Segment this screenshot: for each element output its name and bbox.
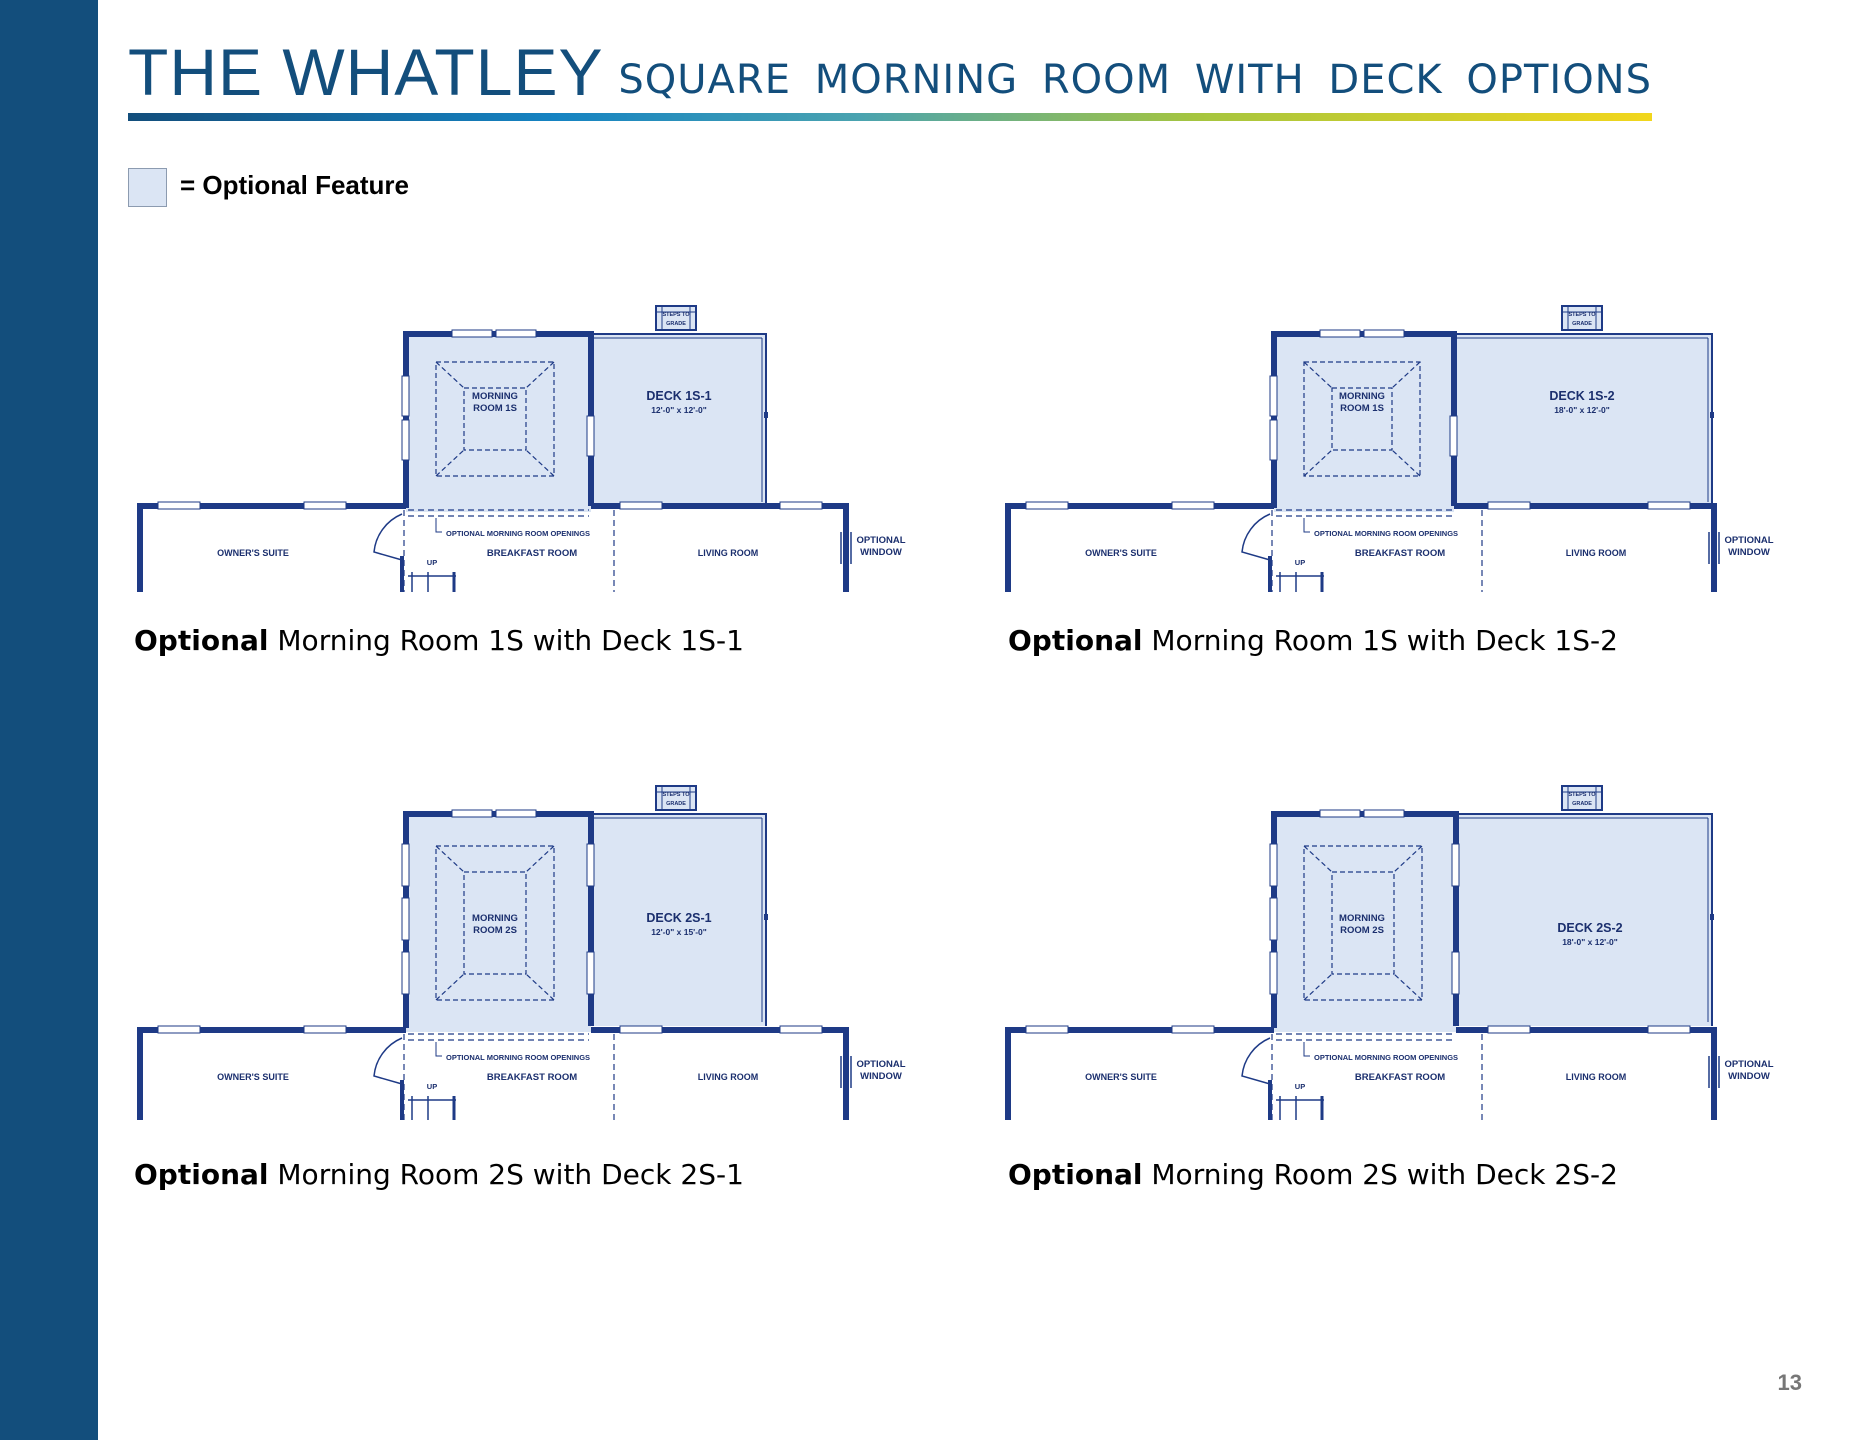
morning-room-fill — [406, 334, 591, 512]
floor-plan-4: MORNING ROOM 2S DECK 2S-2 18'-0" x 12'-0… — [1004, 780, 1794, 1120]
floor-plan-2: MORNING ROOM 1S DECK 1S-2 18'-0" x 12'-0… — [1004, 296, 1794, 596]
left-sidebar-band — [0, 0, 98, 1440]
door-swing — [1241, 513, 1271, 561]
door-swing — [373, 1037, 403, 1085]
deck-size: 18'-0" x 12'-0" — [1562, 937, 1618, 947]
up-label: UP — [427, 1082, 437, 1091]
optional-feature-swatch — [128, 168, 167, 207]
steps-label: GRADE — [1572, 321, 1592, 327]
deck-label: DECK 1S-1 — [646, 389, 711, 403]
living-room-label: LIVING ROOM — [698, 548, 759, 558]
morning-room-label: MORNING — [1339, 913, 1385, 924]
steps-label: STEPS TO — [1568, 312, 1596, 318]
openings-label: OPTIONAL MORNING ROOM OPENINGS — [1314, 529, 1458, 538]
optional-window-label: OPTIONAL — [1724, 1059, 1773, 1070]
optional-window-label: WINDOW — [1728, 547, 1770, 558]
deck-size: 18'-0" x 12'-0" — [1554, 405, 1610, 415]
morning-room-label: ROOM 1S — [473, 403, 517, 414]
deck-size: 12'-0" x 12'-0" — [651, 405, 707, 415]
page-subtitle: SQUARE MORNING ROOM WITH DECK OPTIONS — [618, 57, 1652, 103]
plan-caption-4: Optional Morning Room 2S with Deck 2S-2 — [1008, 1158, 1618, 1191]
owners-suite-label: OWNER'S SUITE — [1085, 1072, 1157, 1082]
morning-room-label: ROOM 2S — [473, 925, 517, 936]
rear-wall-right — [591, 503, 849, 592]
steps-label: STEPS TO — [662, 312, 690, 318]
openings-label: OPTIONAL MORNING ROOM OPENINGS — [446, 1053, 590, 1062]
plan-caption-3: Optional Morning Room 2S with Deck 2S-1 — [134, 1158, 744, 1191]
morning-room-label: MORNING — [1339, 391, 1385, 402]
optional-window-label: WINDOW — [860, 1071, 902, 1082]
deck-fill — [591, 334, 766, 506]
steps-box — [655, 785, 697, 811]
optional-window-label: WINDOW — [1728, 1071, 1770, 1082]
up-label: UP — [1295, 558, 1305, 567]
up-label: UP — [1295, 1082, 1305, 1091]
deck-label: DECK 1S-2 — [1549, 389, 1614, 403]
openings-label: OPTIONAL MORNING ROOM OPENINGS — [1314, 1053, 1458, 1062]
steps-box — [1561, 785, 1603, 811]
floor-plan-3: MORNING ROOM 2S DECK 2S-1 12'-0" x 15'-0… — [136, 780, 926, 1120]
steps-label: STEPS TO — [1568, 792, 1596, 798]
steps-label: GRADE — [1572, 801, 1592, 807]
breakfast-room-label: BREAKFAST ROOM — [487, 548, 577, 559]
steps-label: GRADE — [666, 321, 686, 327]
door-swing — [1241, 1037, 1271, 1085]
deck-label: DECK 2S-1 — [646, 911, 711, 925]
door-swing — [373, 513, 403, 561]
living-room-label: LIVING ROOM — [698, 1072, 759, 1082]
deck-size: 12'-0" x 15'-0" — [651, 927, 707, 937]
steps-box — [1561, 305, 1603, 331]
owners-suite-label: OWNER'S SUITE — [217, 548, 289, 558]
floor-plan-1: MORNING ROOM 1S DECK 1S-1 12'-0" x 12'-0… — [136, 296, 926, 596]
steps-label: STEPS TO — [662, 792, 690, 798]
tray-ceiling — [435, 361, 555, 477]
optional-window-label: OPTIONAL — [856, 535, 905, 546]
owners-suite-label: OWNER'S SUITE — [217, 1072, 289, 1082]
page-title: THE WHATLEY — [128, 35, 604, 109]
optional-window-label: OPTIONAL — [1724, 535, 1773, 546]
plan-caption-1: Optional Morning Room 1S with Deck 1S-1 — [134, 624, 744, 657]
breakfast-room-label: BREAKFAST ROOM — [487, 1072, 577, 1083]
steps-label: GRADE — [666, 801, 686, 807]
optional-window-label: WINDOW — [860, 547, 902, 558]
breakfast-room-label: BREAKFAST ROOM — [1355, 548, 1445, 559]
living-room-label: LIVING ROOM — [1566, 1072, 1627, 1082]
openings-label: OPTIONAL MORNING ROOM OPENINGS — [446, 529, 590, 538]
morning-room-label: MORNING — [472, 391, 518, 402]
deck-rail — [591, 333, 767, 506]
up-label: UP — [427, 558, 437, 567]
legend-label: = Optional Feature — [180, 170, 409, 200]
optional-window-label: OPTIONAL — [856, 1059, 905, 1070]
plan-caption-2: Optional Morning Room 1S with Deck 1S-2 — [1008, 624, 1618, 657]
living-room-label: LIVING ROOM — [1566, 548, 1627, 558]
morning-room-label: ROOM 1S — [1340, 403, 1384, 414]
steps-box — [655, 305, 697, 331]
breakfast-room-label: BREAKFAST ROOM — [1355, 1072, 1445, 1083]
gradient-divider — [128, 113, 1652, 121]
morning-room-label: MORNING — [472, 913, 518, 924]
owners-suite-label: OWNER'S SUITE — [1085, 548, 1157, 558]
page-number: 13 — [1777, 1370, 1802, 1395]
deck-label: DECK 2S-2 — [1557, 921, 1622, 935]
morning-room-label: ROOM 2S — [1340, 925, 1384, 936]
